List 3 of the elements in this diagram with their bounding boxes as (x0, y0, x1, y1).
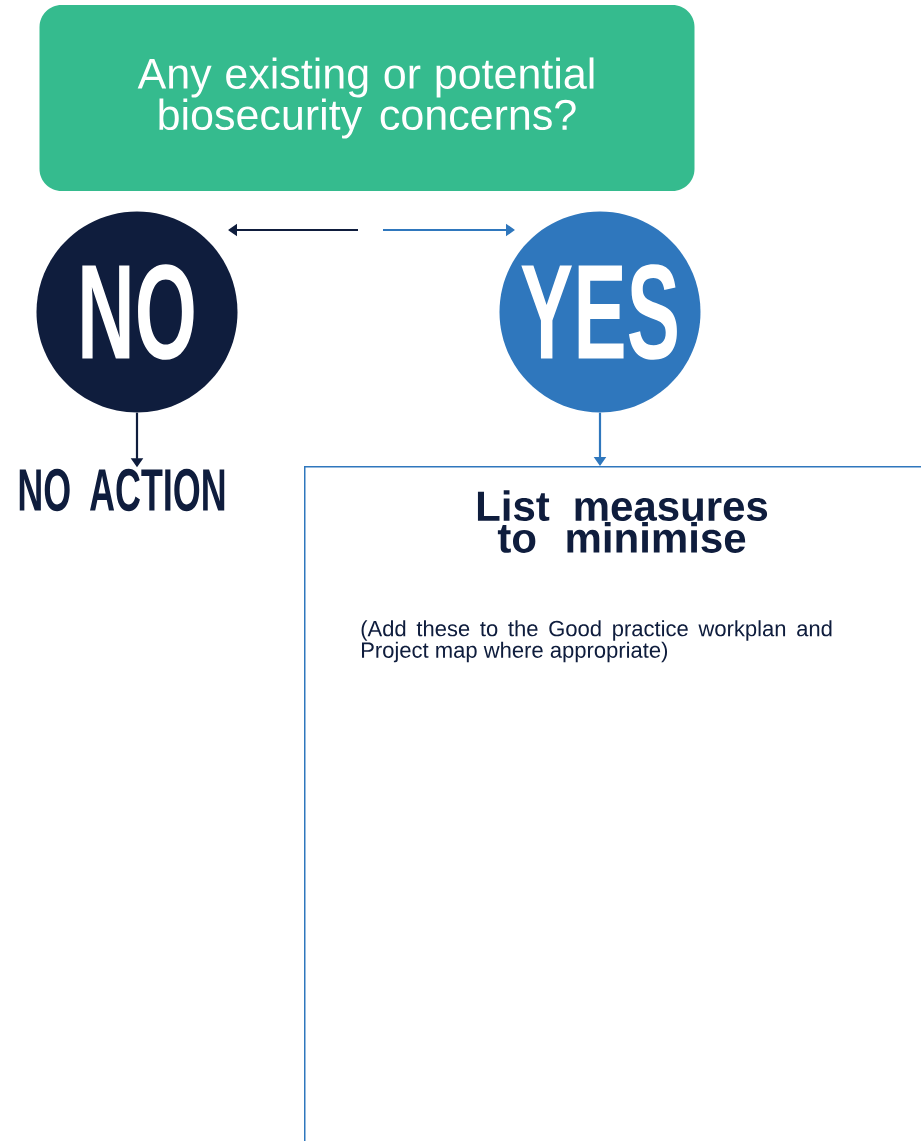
decision-box: Any existing or potential biosecurity concerns? (39, 5, 695, 191)
answer-panel: List measures to minimise (Add these to the Good practice workplan and Project map where appropriate) (304, 466, 921, 1141)
outcome-text: NO ACTION (19, 468, 225, 512)
